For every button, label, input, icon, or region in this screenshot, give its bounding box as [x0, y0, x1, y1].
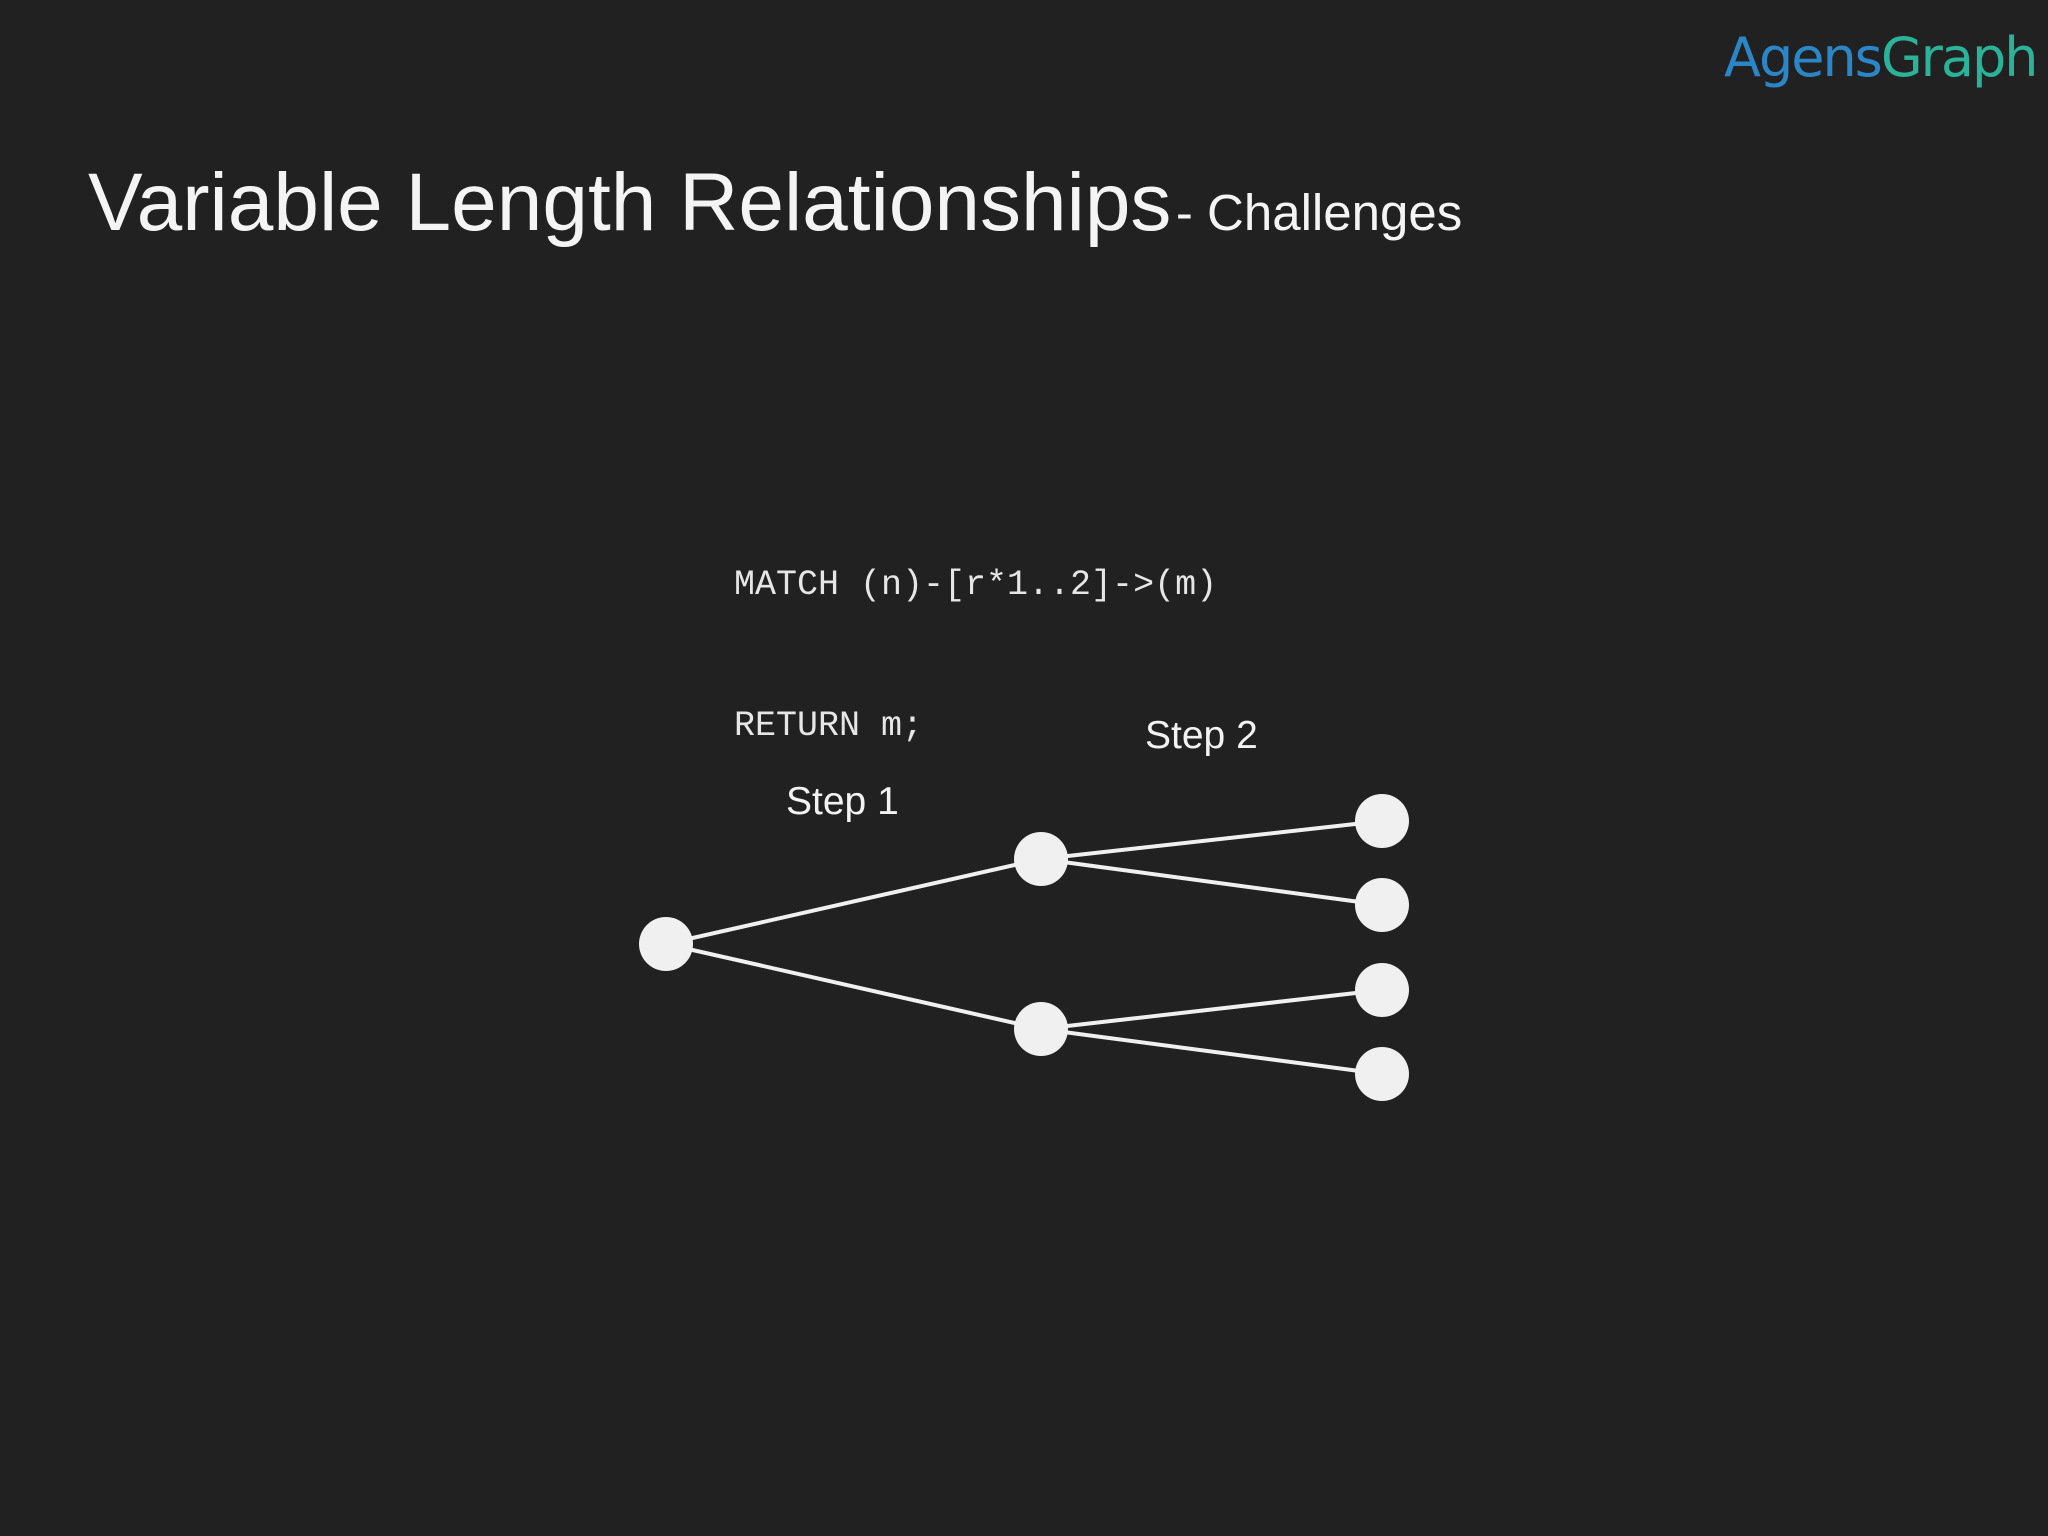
node-step2-a [1355, 794, 1409, 848]
node-root [639, 917, 693, 971]
node-step2-b [1355, 878, 1409, 932]
step-2-label: Step 2 [1145, 714, 1258, 757]
edge-step1-bottom-step2-c [1039, 988, 1384, 1031]
step-1-label: Step 1 [786, 780, 899, 823]
logo-graph-text: Graph [1880, 26, 2039, 89]
title-main: Variable Length Relationships [88, 157, 1172, 248]
edges [664, 819, 1384, 1076]
edge-step1-bottom-step2-d [1039, 1027, 1384, 1076]
edge-step1-top-step2-b [1039, 857, 1384, 907]
node-step1-bottom [1014, 1002, 1068, 1056]
edge-root-step1-top [664, 857, 1043, 946]
logo-agens-text: Agens [1724, 26, 1883, 89]
agensgraph-logo: AgensGraph [1724, 18, 2039, 98]
slide-title: Variable Length Relationships - Challeng… [88, 148, 1462, 281]
node-step2-d [1355, 1047, 1409, 1101]
title-subtitle: - Challenges [1175, 184, 1463, 241]
edge-root-step1-bottom [664, 942, 1043, 1031]
nodes [639, 794, 1409, 1101]
node-step2-c [1355, 963, 1409, 1017]
edge-step1-top-step2-a [1039, 819, 1384, 861]
cypher-query-code: MATCH (n)-[r*1..2]->(m) RETURN m; [734, 468, 1217, 844]
code-line-2: RETURN m; [734, 706, 924, 746]
node-step1-top [1014, 832, 1068, 886]
code-line-1: MATCH (n)-[r*1..2]->(m) [734, 565, 1218, 605]
